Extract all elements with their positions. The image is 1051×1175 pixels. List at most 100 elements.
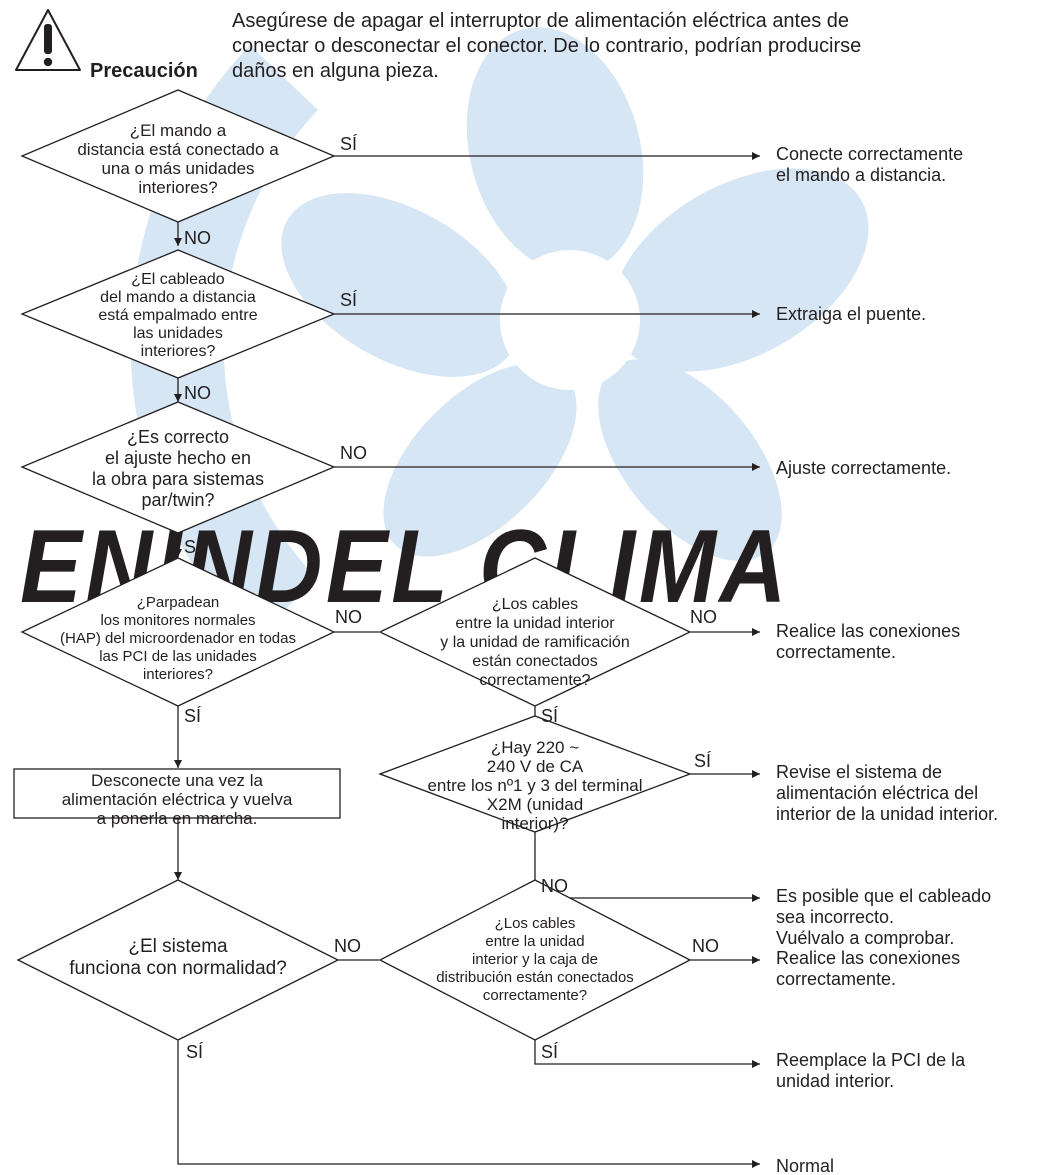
label-d1-yes: SÍ bbox=[340, 134, 357, 154]
decision-d4-text-line: (HAP) del microordenador en todas bbox=[60, 630, 296, 647]
process-p1-text-line: a ponerla en marcha. bbox=[97, 809, 258, 828]
decision-d2-text-line: está empalmado entre bbox=[98, 307, 257, 324]
decision-d5-text-line: entre la unidad interior bbox=[455, 615, 615, 632]
decision-d6-text-line: X2M (unidad bbox=[487, 795, 583, 814]
result-r6-text-line: Es posible que el cableado bbox=[776, 886, 991, 906]
result-r8-text-line: unidad interior. bbox=[776, 1071, 894, 1091]
result-r4-text-line: Realice las conexiones bbox=[776, 621, 960, 641]
label-d5-yes: SÍ bbox=[541, 706, 558, 726]
label-d1-no: NO bbox=[184, 228, 211, 248]
label-d7-no: NO bbox=[334, 936, 361, 956]
caution-text-line: daños en alguna pieza. bbox=[232, 60, 439, 82]
decision-d6-shape bbox=[378, 715, 692, 833]
warning-triangle-icon bbox=[15, 9, 81, 71]
label-d3-yes: SÍ bbox=[184, 537, 201, 557]
process-p1-text-line: alimentación eléctrica y vuelva bbox=[62, 790, 293, 809]
result-r3-text-line: Ajuste correctamente. bbox=[776, 458, 951, 478]
label-d4-yes: SÍ bbox=[184, 706, 201, 726]
caution-label: Precaución bbox=[90, 60, 198, 82]
decision-d2-text-line: interiores? bbox=[141, 343, 216, 360]
result-r1-text-line: el mando a distancia. bbox=[776, 165, 946, 185]
decision-d6-text-line: interior)? bbox=[501, 814, 568, 833]
result-r9-text-line: Normal bbox=[776, 1156, 834, 1175]
result-r6-text-line: Vuélvalo a comprobar. bbox=[776, 928, 954, 948]
decision-d7-shape bbox=[16, 879, 340, 1041]
result-r3-text: Ajuste correctamente. bbox=[776, 458, 951, 478]
decision-d8-shape bbox=[378, 879, 692, 1041]
decision-d7-text-line: ¿El sistema bbox=[128, 936, 228, 957]
result-r5-text-line: interior de la unidad interior. bbox=[776, 804, 998, 824]
label-d6-yes: SÍ bbox=[694, 751, 711, 771]
result-r7-text-line: correctamente. bbox=[776, 969, 896, 989]
decision-d6-text-line: 240 V de CA bbox=[487, 757, 584, 776]
decision-d8-text-line: distribución están conectados bbox=[436, 969, 634, 986]
edge-labels: SÍ NO SÍ NO NO SÍ NO SÍ NO SÍ SÍ NO NO S… bbox=[184, 134, 719, 1062]
decision-d8-text-line: interior y la caja de bbox=[472, 951, 598, 968]
arrow-d6-no bbox=[534, 832, 760, 902]
caution-text-line: Asegúrese de apagar el interruptor de al… bbox=[232, 10, 849, 32]
decision-d8-text-line: correctamente? bbox=[483, 987, 587, 1004]
label-d3-no: NO bbox=[340, 443, 367, 463]
decision-d3-text-line: par/twin? bbox=[141, 490, 214, 510]
decision-d8-text-line: entre la unidad bbox=[485, 933, 584, 950]
label-d2-no: NO bbox=[184, 383, 211, 403]
decision-d6-text-line: ¿Hay 220 ~ bbox=[491, 738, 579, 757]
decision-d1-text-line: distancia está conectado a bbox=[77, 140, 279, 159]
decision-d3-text-line: el ajuste hecho en bbox=[105, 448, 251, 468]
result-r7-text-line: Realice las conexiones bbox=[776, 948, 960, 968]
decision-d5-shape bbox=[378, 557, 692, 707]
decision-d1-text-line: una o más unidades bbox=[101, 159, 254, 178]
label-d8-yes: SÍ bbox=[541, 1042, 558, 1062]
arrow-d8-yes bbox=[534, 1040, 760, 1068]
result-r2-text: Extraiga el puente. bbox=[776, 304, 926, 324]
arrow-d7-yes bbox=[177, 1040, 760, 1168]
caution-notice: Precaución Asegúrese de apagar el interr… bbox=[15, 9, 861, 82]
result-r9-text: Normal bbox=[776, 1156, 834, 1175]
decision-d5-text: ¿Los cables entre la unidad interior y la … bbox=[440, 596, 629, 689]
decision-d8-text-line: ¿Los cables bbox=[495, 915, 576, 932]
result-r4-text-line: correctamente. bbox=[776, 642, 896, 662]
result-r2-text-line: Extraiga el puente. bbox=[776, 304, 926, 324]
decision-d2-text-line: ¿El cableado bbox=[131, 271, 224, 288]
label-d5-no: NO bbox=[690, 607, 717, 627]
decision-d1-text-line: ¿El mando a bbox=[130, 121, 227, 140]
decision-d5-text-line: ¿Los cables bbox=[492, 596, 578, 613]
decision-d2-text-line: las unidades bbox=[133, 325, 223, 342]
decision-d4-text-line: las PCI de las unidades bbox=[99, 648, 257, 665]
process-p1-shape bbox=[13, 768, 341, 819]
decision-shapes bbox=[16, 89, 692, 1041]
result-r8-text-line: Reemplace la PCI de la bbox=[776, 1050, 966, 1070]
label-d7-yes: SÍ bbox=[186, 1042, 203, 1062]
decision-d5-text-line: están conectados bbox=[472, 653, 597, 670]
decision-d5-text-line: correctamente? bbox=[479, 672, 590, 689]
process-p1-text-line: Desconecte una vez la bbox=[91, 771, 264, 790]
watermark-snowflake-icon bbox=[281, 27, 869, 561]
label-d4-no: NO bbox=[335, 607, 362, 627]
decision-d1-shape bbox=[20, 89, 336, 223]
decision-d4-text-line: interiores? bbox=[143, 666, 213, 683]
result-r5-text-line: Revise el sistema de bbox=[776, 762, 942, 782]
decision-d4-text-line: ¿Parpadean bbox=[137, 594, 220, 611]
label-d8-no: NO bbox=[692, 936, 719, 956]
caution-text: Asegúrese de apagar el interruptor de al… bbox=[232, 10, 861, 82]
decision-d5-text-line: y la unidad de ramificación bbox=[440, 634, 629, 651]
result-r5-text-line: alimentación eléctrica del bbox=[776, 783, 978, 803]
decision-d4-shape bbox=[20, 557, 336, 707]
decision-d3-text-line: ¿Es correcto bbox=[127, 427, 229, 447]
decision-d4-text-line: los monitores normales bbox=[100, 612, 255, 629]
label-d6-no: NO bbox=[541, 876, 568, 896]
decision-d6-text-line: entre los nº1 y 3 del terminal bbox=[427, 776, 642, 795]
